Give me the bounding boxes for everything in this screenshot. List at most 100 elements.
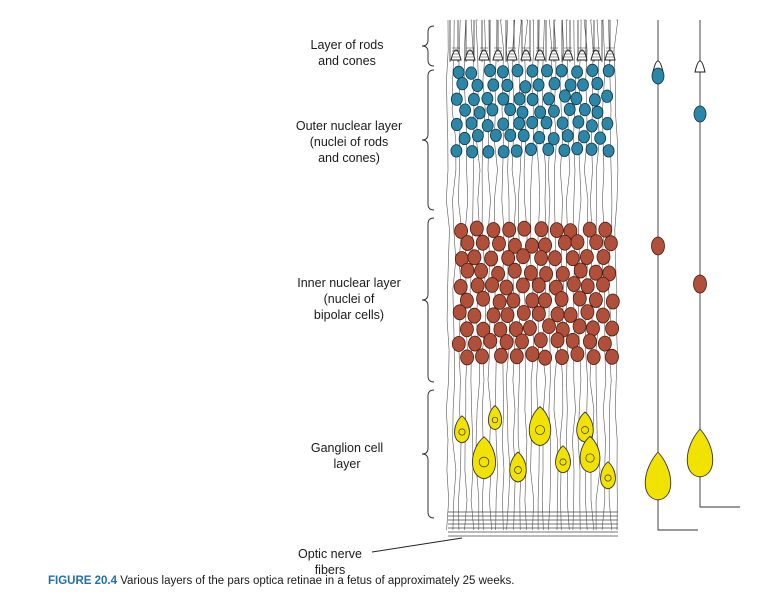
inner-nucleus bbox=[516, 248, 530, 265]
outer-nucleus bbox=[533, 131, 546, 145]
optic-nerve-fiber-layer bbox=[448, 511, 618, 537]
ganglion-cell bbox=[600, 461, 616, 490]
outer-nucleus bbox=[594, 131, 607, 145]
inner-nucleus bbox=[570, 346, 585, 363]
column-fiber bbox=[577, 19, 582, 531]
ganglion-cell bbox=[472, 436, 496, 480]
outer-nucleus bbox=[452, 65, 465, 80]
inner-nucleus bbox=[493, 321, 508, 338]
column-fiber bbox=[613, 19, 619, 531]
outer-nucleus bbox=[467, 92, 480, 107]
inner-nucleus bbox=[501, 250, 516, 266]
cone bbox=[562, 49, 574, 61]
inner-nucleus bbox=[572, 318, 587, 335]
outer-nucleus bbox=[459, 103, 472, 117]
ganglion-nucleus bbox=[535, 425, 545, 435]
outer-nucleus bbox=[481, 92, 494, 106]
inner-nucleus bbox=[548, 250, 562, 267]
outer-nucleus bbox=[486, 103, 499, 117]
outer-nucleus bbox=[513, 92, 526, 106]
outer-nucleus bbox=[473, 106, 486, 120]
inner-nucleus bbox=[538, 292, 552, 309]
inner-nucleus bbox=[533, 332, 548, 349]
inner-nucleus bbox=[485, 276, 500, 293]
inner-nucleus bbox=[475, 234, 490, 251]
outer-nucleus bbox=[484, 63, 496, 78]
inner-nucleus bbox=[555, 349, 569, 365]
inner-nucleus bbox=[532, 305, 546, 322]
inner-nucleus bbox=[474, 262, 489, 279]
ganglion-nucleus bbox=[491, 416, 499, 424]
ganglion-cell-layer bbox=[454, 405, 616, 490]
figure-caption: FIGURE 20.4 Various layers of the pars o… bbox=[48, 575, 514, 587]
inner-nucleus bbox=[502, 221, 517, 238]
inner-nucleus bbox=[565, 250, 580, 267]
inner-nucleus bbox=[483, 332, 498, 349]
outer-nucleus bbox=[519, 80, 532, 94]
inner-nucleus bbox=[499, 334, 514, 350]
cone bbox=[520, 49, 532, 61]
cone bbox=[548, 49, 560, 61]
axon bbox=[699, 477, 740, 508]
outer-nuclear-layer bbox=[450, 63, 615, 159]
inner-nucleus bbox=[531, 277, 546, 294]
label-inner-nuclear: Inner nuclear layer (nuclei of bipolar c… bbox=[297, 276, 401, 322]
inner-nucleus bbox=[589, 292, 603, 308]
inner-nucleus bbox=[524, 264, 538, 281]
inner-nucleus bbox=[459, 321, 474, 338]
outer-nucleus bbox=[497, 145, 510, 159]
cone bbox=[492, 49, 504, 61]
label-rods-cones: Layer of rods and cones bbox=[310, 38, 384, 68]
figure-number: FIGURE 20.4 bbox=[48, 575, 118, 587]
outer-nucleus bbox=[541, 64, 553, 78]
outer-nucleus bbox=[577, 78, 589, 92]
inner-nucleus bbox=[460, 262, 475, 279]
ganglion-cell bbox=[487, 405, 503, 431]
outer-nucleus bbox=[586, 63, 599, 78]
inner-nucleus bbox=[554, 291, 569, 307]
inner-nucleus bbox=[467, 249, 482, 266]
inner-nucleus bbox=[598, 335, 612, 352]
bipolar-nucleus bbox=[651, 236, 665, 256]
inner-nucleus bbox=[550, 332, 565, 349]
inner-nucleus bbox=[509, 321, 524, 338]
outer-nucleus bbox=[489, 128, 502, 142]
outer-nucleus bbox=[543, 92, 555, 106]
label-ganglion: Ganglion cell layer bbox=[310, 441, 384, 471]
ganglion-nucleus bbox=[478, 456, 490, 468]
ganglion-cell bbox=[579, 435, 601, 473]
inner-nucleus bbox=[492, 293, 507, 310]
layer-brace bbox=[421, 389, 435, 519]
inner-nucleus bbox=[460, 235, 475, 251]
outer-nucleus bbox=[585, 142, 598, 156]
outer-nucleus bbox=[578, 130, 590, 144]
outer-nucleus bbox=[571, 142, 584, 156]
inner-nucleus bbox=[573, 262, 588, 279]
outer-nucleus bbox=[501, 78, 514, 93]
cone bbox=[576, 49, 588, 61]
ganglion-nucleus bbox=[458, 428, 466, 436]
outer-nucleus bbox=[504, 128, 517, 142]
outer-nucleus bbox=[559, 89, 571, 103]
outer-nucleus bbox=[542, 142, 555, 156]
layer-braces bbox=[421, 25, 435, 519]
outer-nucleus bbox=[548, 104, 560, 118]
outer-nucleus bbox=[450, 92, 463, 106]
column-fiber bbox=[445, 19, 450, 531]
inner-nucleus bbox=[470, 277, 485, 294]
inner-nucleus bbox=[567, 276, 581, 292]
outer-nucleus bbox=[547, 132, 560, 146]
inner-nucleus bbox=[588, 264, 603, 281]
receptor-nucleus bbox=[693, 105, 707, 123]
inner-nucleus bbox=[558, 234, 572, 251]
inner-nucleus bbox=[499, 279, 514, 296]
rod-cone-layer bbox=[449, 20, 616, 62]
inner-nucleus bbox=[506, 292, 521, 309]
inner-nucleus bbox=[516, 277, 530, 294]
inner-nucleus bbox=[549, 222, 564, 239]
label-outer-nuclear: Outer nuclear layer (nuclei of rods and … bbox=[295, 119, 403, 165]
inner-nucleus bbox=[523, 320, 537, 336]
inner-nucleus bbox=[596, 307, 610, 324]
outer-nucleus bbox=[450, 117, 463, 132]
